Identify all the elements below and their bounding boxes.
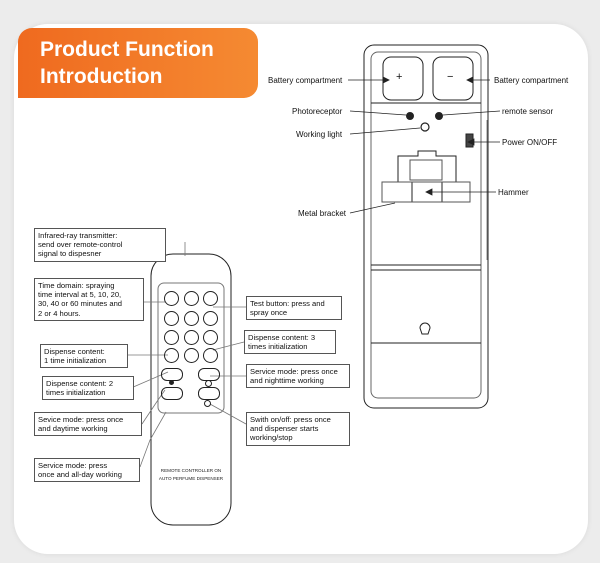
remote-body: [150, 253, 232, 526]
keypad-button: [184, 311, 199, 326]
remote-brand-line-2: AUTO PERFUME DISPENSER: [158, 476, 224, 481]
keypad-button: [164, 311, 179, 326]
keypad-button: [184, 291, 199, 306]
moon-icon: [205, 380, 212, 387]
dispense-content-3-box: Dispense content: 3 times initialization: [244, 330, 336, 355]
keypad-button: [203, 311, 218, 326]
metal-bracket-label: Metal bracket: [298, 209, 347, 218]
infrared-transmitter-box: Infrared-ray transmitter: send over remo…: [34, 228, 166, 262]
remote-keypad-panel: [157, 282, 225, 414]
test-button-box: Test button: press and spray once: [246, 296, 342, 321]
keypad-button: [184, 348, 199, 363]
remote-brand-line-1: REMOTE CONTROLLER ON: [160, 468, 222, 473]
remote-drawing: [150, 253, 232, 526]
working-light-label: Working light: [296, 130, 343, 139]
keypad-button: [164, 330, 179, 345]
keypad-button: [203, 330, 218, 345]
service-nighttime-box: Service mode: press once and nighttime w…: [246, 364, 350, 389]
service-allday-box: Service mode: press once and all-day wor…: [34, 458, 140, 483]
keypad-button: [164, 291, 179, 306]
battery-left-compartment: [382, 56, 424, 101]
keypad-button-oval: [161, 368, 183, 381]
battery-minus-sign: −: [447, 71, 454, 83]
hammer-mechanism: [397, 150, 457, 203]
photoreceptor-label: Photoreceptor: [292, 107, 343, 116]
dispenser-leaders: [348, 76, 501, 214]
title-line-1: Product Function: [40, 38, 214, 61]
title-badge: Product Function Introduction: [18, 28, 258, 98]
battery-compartment-left-label: Battery compartment: [268, 76, 343, 85]
remote-sensor-dot: [435, 112, 443, 120]
dispense-content-1-box: Dispense content: 1 time initialization: [40, 344, 128, 369]
title-line-2: Introduction: [40, 65, 163, 88]
working-light-dot: [420, 122, 430, 132]
power-icon: [204, 400, 211, 407]
remote-sensor-label: remote sensor: [502, 107, 554, 116]
dispenser-drawing: [363, 44, 489, 409]
sun-icon: [169, 380, 174, 385]
switch-on-off-box: Swith on/off: press once and dispenser s…: [246, 412, 350, 446]
hanging-slot: [419, 322, 431, 335]
battery-compartment-right-label: Battery compartment: [494, 76, 569, 85]
remote-leaders: [125, 242, 247, 468]
dispense-content-2-box: Dispense content: 2 times initialization: [42, 376, 134, 401]
keypad-button: [203, 348, 218, 363]
dispenser-outer: [363, 44, 489, 409]
hammer-label: Hammer: [498, 188, 529, 197]
battery-plus-sign: +: [396, 71, 403, 83]
keypad-button: [164, 348, 179, 363]
keypad-button-oval: [198, 387, 220, 400]
keypad-button-oval: [161, 387, 183, 400]
dispenser-inner: [370, 51, 482, 399]
photoreceptor-dot: [406, 112, 414, 120]
service-daytime-box: Sevice mode: press once and daytime work…: [34, 412, 142, 437]
time-domain-box: Time domain: spraying time interval at 5…: [34, 278, 144, 321]
keypad-button: [203, 291, 218, 306]
power-label: Power ON/OFF: [502, 138, 558, 147]
keypad-button: [184, 330, 199, 345]
